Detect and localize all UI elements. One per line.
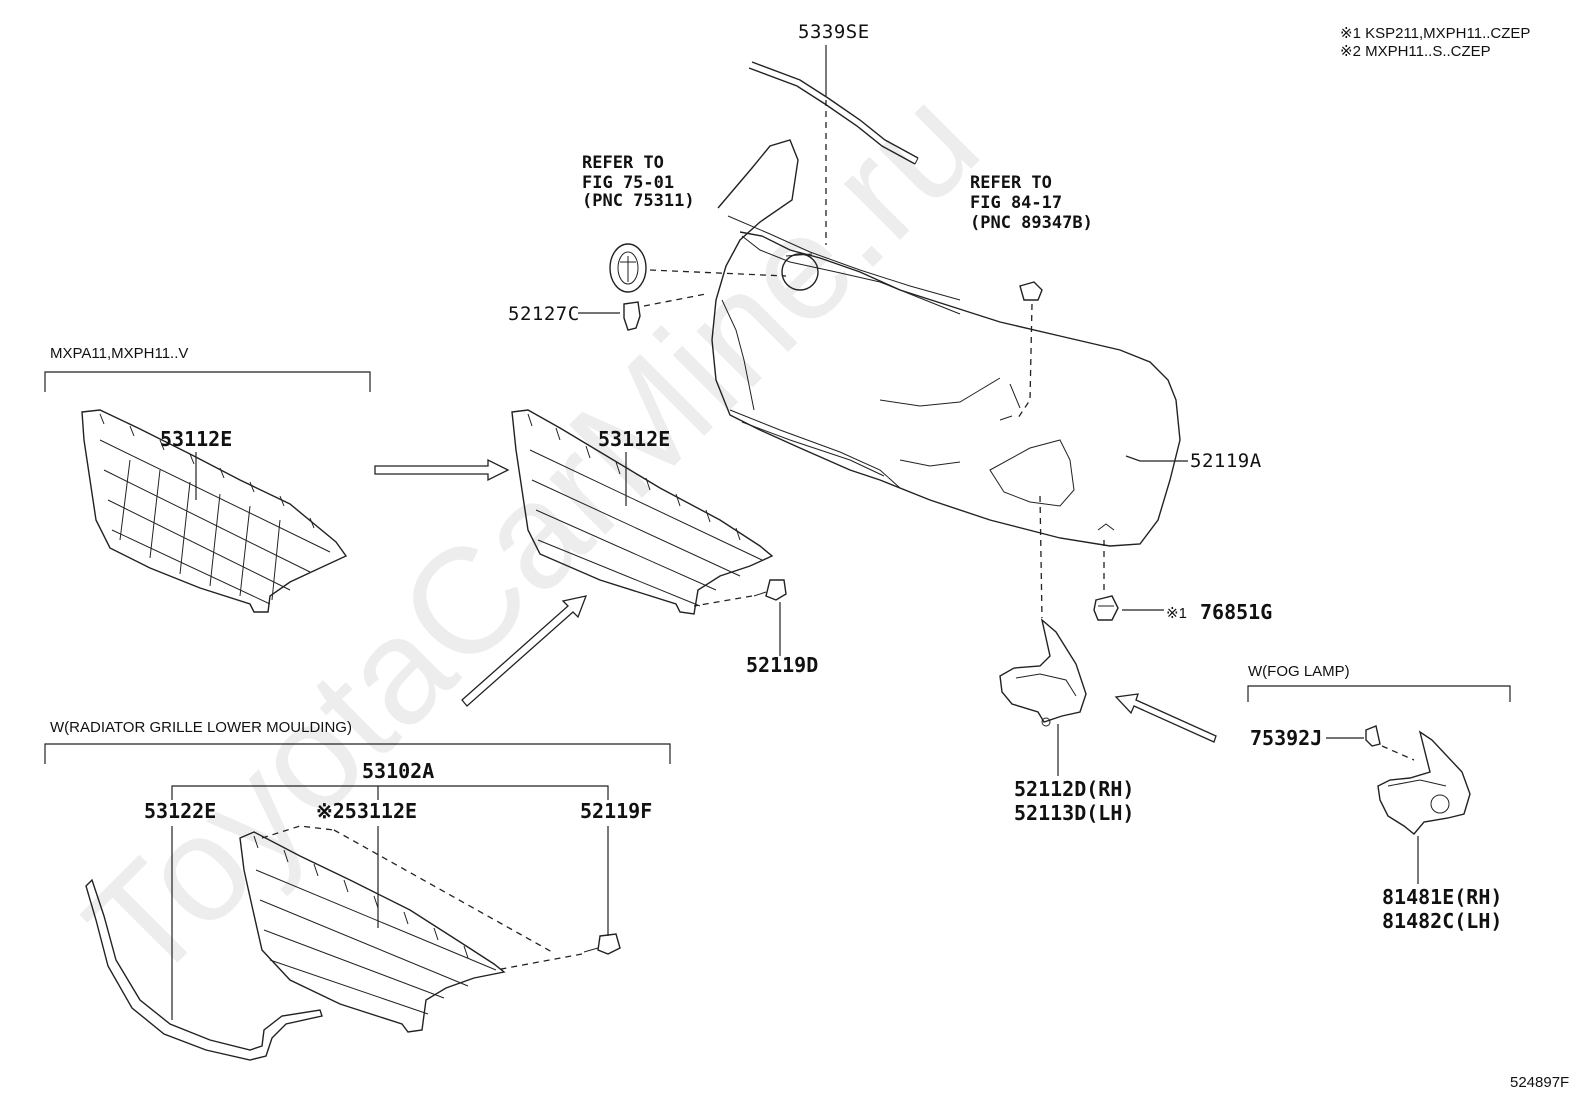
arrow-right [374, 458, 510, 482]
figure-id: 524897F [1510, 1074, 1569, 1091]
part-76851g-label: 76851G [1200, 600, 1272, 624]
part-52127c-label: 52127C [508, 303, 580, 325]
emblem-refer: REFER TO FIG 75-01 (PNC 75311) [582, 153, 695, 211]
part-52119d-label: 52119D [746, 653, 818, 677]
emblem-icon [609, 243, 647, 293]
clip-52127c [623, 301, 641, 331]
arrow-up-left [1114, 693, 1217, 743]
bracket-mxpa-label: MXPA11,MXPH11..V [50, 345, 188, 362]
svg-text:(PNC 89347B): (PNC 89347B) [970, 213, 1093, 233]
screw-52119d [753, 579, 787, 601]
part-52119a-label: 52119A [1190, 450, 1262, 472]
bracket-moulding-label: W(RADIATOR GRILLE LOWER MOULDING) [50, 719, 352, 736]
svg-text:(PNC 75311): (PNC 75311) [582, 191, 695, 211]
part-53102a-label: 53102A [362, 759, 434, 783]
fog-cover-52112d [999, 618, 1087, 727]
svg-text:FIG 75-01: FIG 75-01 [582, 173, 674, 193]
part-52113d-label: 52113D(LH) [1014, 801, 1134, 825]
part-53112e-a-label: 53112E [160, 427, 232, 451]
arrow-up-right [461, 595, 588, 707]
part-52112d-label: 52112D(RH) [1014, 777, 1134, 801]
grille-mxpa-53112e [81, 409, 348, 613]
bracket-fog-label: W(FOG LAMP) [1248, 663, 1350, 680]
part-76851g-mark: ※1 [1166, 605, 1187, 622]
part-81481e-label: 81481E(RH) [1382, 885, 1502, 909]
lower-moulding-53122e [85, 878, 323, 1061]
grille-center-53112e [511, 409, 774, 615]
fog-lamp-81481e [1377, 730, 1471, 835]
part-53122e-label: 53122E [144, 799, 216, 823]
part-75392j-label: 75392J [1250, 726, 1322, 750]
note-1: ※1 KSP211,MXPH11..CZEP [1340, 25, 1530, 42]
part-52119f-label: 52119F [580, 799, 652, 823]
bracket-75392j [1365, 725, 1381, 747]
svg-text:FIG 84-17: FIG 84-17 [970, 193, 1062, 213]
bumper-cover-52119a [711, 139, 1181, 547]
bracket-clip [1019, 281, 1043, 301]
part-5339se-label: 5339SE [798, 21, 870, 43]
note-2: ※2 MXPH11..S..CZEP [1340, 43, 1491, 60]
watermark: ToyotaCarMine.ru [54, 57, 1010, 1013]
screw-52119f [583, 933, 621, 955]
part-53112e-c-label: ※253112E [316, 799, 417, 823]
bracket-refer: REFER TO FIG 84-17 (PNC 89347B) [970, 173, 1093, 233]
svg-text:REFER TO: REFER TO [970, 173, 1052, 193]
clip-76851g [1093, 595, 1119, 621]
part-53112e-b-label: 53112E [598, 427, 670, 451]
part-81482c-label: 81482C(LH) [1382, 909, 1502, 933]
svg-text:REFER TO: REFER TO [582, 153, 664, 173]
grille-lower-53112e [239, 831, 506, 1033]
moulding-5339se [748, 61, 919, 165]
